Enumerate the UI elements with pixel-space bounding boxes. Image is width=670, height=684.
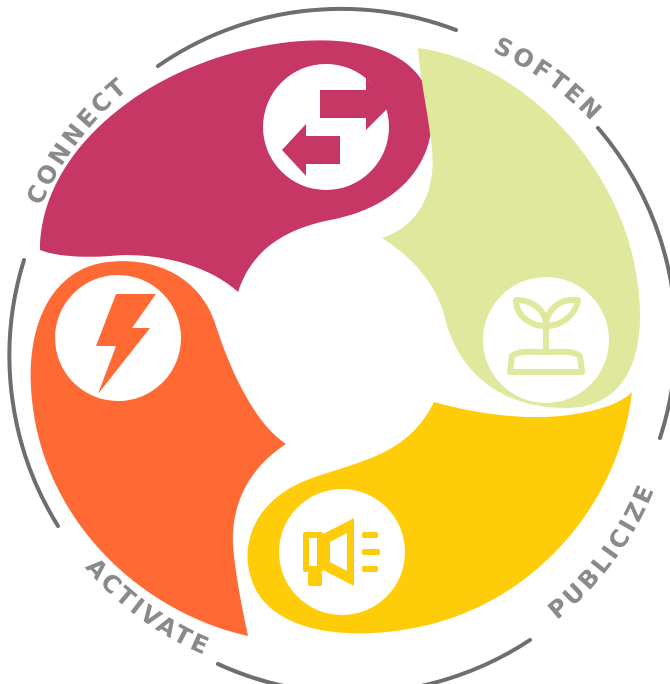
ring-segment-left xyxy=(7,258,60,528)
two-way-arrows-icon xyxy=(282,78,392,176)
sprout-icon xyxy=(507,296,585,375)
ring-segment-top xyxy=(156,6,458,68)
ring-segment-bottom xyxy=(216,638,532,684)
megaphone-icon xyxy=(303,518,380,586)
lightning-bolt-icon xyxy=(96,294,156,394)
